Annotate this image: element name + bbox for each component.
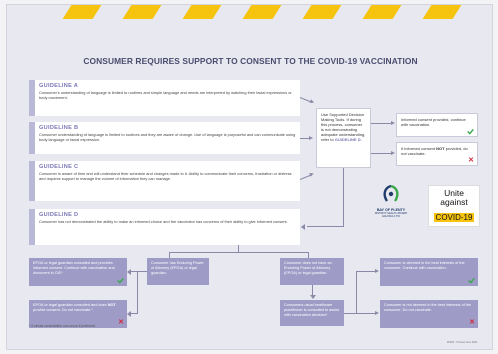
- arrow: [371, 151, 395, 155]
- connector: [312, 285, 313, 297]
- guideline-d-reference: GUIDELINE D.: [334, 137, 362, 142]
- cross-icon: ✕: [468, 157, 474, 164]
- epoa-no-consent-box: EPOA or legal guardian consulted and doe…: [29, 300, 127, 328]
- check-icon: [467, 128, 474, 135]
- supported-decision-box: Use Supported Decision Making Tools. If …: [316, 108, 371, 168]
- bop-emblem-icon: [383, 184, 399, 202]
- connector: [238, 245, 239, 253]
- arrow: [371, 121, 395, 125]
- arrowhead: [301, 223, 305, 230]
- connector: [130, 313, 138, 314]
- guideline-b: GUIDELINE B Consumer understanding of la…: [29, 122, 300, 154]
- against-word: against: [440, 197, 468, 207]
- guideline-text: Consumer has not demonstrated the abilit…: [39, 219, 288, 224]
- connector: [308, 252, 309, 258]
- arrowhead: [127, 310, 131, 317]
- bop-sub: DISTRICT HEALTH BOARD: [374, 212, 408, 216]
- connector: [169, 252, 309, 253]
- not-emphasis: NOT: [107, 303, 116, 307]
- footnote: * A virtual consultation can occur if pr…: [29, 324, 96, 328]
- arrowhead: [127, 268, 131, 275]
- sdm-text: Use Supported Decision Making Tools. If …: [321, 112, 366, 142]
- connector: [169, 252, 170, 258]
- arrowhead: [309, 295, 316, 299]
- consent-provided-box: Informed consent provided, continue with…: [396, 113, 478, 137]
- poster: CONSUMER REQUIRES SUPPORT TO CONSENT TO …: [6, 4, 493, 350]
- consent-provided-text: Informed consent provided, continue with…: [401, 117, 466, 127]
- check-icon: [468, 277, 475, 284]
- not-emphasis: NOT: [436, 146, 445, 151]
- has-epoa-box: Consumer has Enduring Power of Attorney …: [147, 258, 209, 285]
- guideline-text: Consumer understanding of language is li…: [39, 132, 296, 142]
- best-interest-text: Consumer is deemed in the best interests…: [384, 261, 465, 270]
- unite-against-covid-logo: Unite against COVID-19: [428, 185, 480, 227]
- connector: [344, 313, 356, 314]
- not-best-interest-text: Consumer is not deemed in the best inter…: [384, 303, 471, 312]
- cross-icon: ✕: [118, 319, 124, 326]
- no-epoa-box: Consumer does not have an Enduring Power…: [280, 258, 344, 285]
- guideline-a: GUIDELINE A Consumer's understanding of …: [29, 80, 300, 116]
- consent-not-provided-box: If informed consent NOT provided, do not…: [396, 142, 478, 166]
- cross-icon: ✕: [469, 319, 475, 326]
- epoa-no-text-end: provide consent. Do not vaccinate.*: [33, 307, 93, 312]
- connector: [307, 226, 344, 227]
- guideline-heading: GUIDELINE A: [39, 83, 79, 89]
- not-provided-text-end: provided, do not vaccinate.: [401, 146, 468, 156]
- stripe: [302, 5, 342, 19]
- unite-word: Unite: [444, 188, 464, 198]
- page-title: CONSUMER REQUIRES SUPPORT TO CONSENT TO …: [83, 56, 418, 66]
- covid-word: COVID-19: [433, 213, 475, 222]
- epoa-consent-box: EPOA or legal guardian consulted and pro…: [29, 258, 127, 286]
- epoa-no-text: EPOA or legal guardian consulted and doe…: [33, 303, 107, 307]
- connector: [343, 168, 344, 227]
- not-best-interest-box: Consumer is not deemed in the best inter…: [380, 300, 478, 328]
- guideline-text: Consumer is aware of time and will under…: [39, 171, 292, 181]
- best-interest-box: Consumer is deemed in the best interests…: [380, 258, 478, 286]
- not-provided-text: If informed consent: [401, 146, 436, 151]
- practitioner-box: Consumers usual healthcare practitioner …: [280, 300, 344, 326]
- connector: [356, 271, 357, 314]
- bay-of-plenty-logo: BAY OF PLENTY DISTRICT HEALTH BOARD HAUO…: [363, 184, 419, 229]
- guideline-text: Consumer's understanding of language is …: [39, 90, 292, 100]
- arrow: [300, 136, 313, 140]
- epoa-consent-text: EPOA or legal guardian consulted and pro…: [33, 261, 115, 275]
- arrow: [356, 269, 379, 273]
- arrow: [356, 311, 379, 315]
- connector: [130, 271, 147, 272]
- guideline-heading: GUIDELINE C: [39, 164, 79, 170]
- stripe: [62, 5, 102, 19]
- stripe: [362, 5, 402, 19]
- bop-name: BAY OF PLENTY: [376, 208, 406, 212]
- guideline-c: GUIDELINE C Consumer is aware of time an…: [29, 161, 300, 201]
- stripe: [182, 5, 222, 19]
- bop-maori: HAUORA A TOI: [381, 215, 401, 219]
- connector: [137, 271, 138, 313]
- stripe: [422, 5, 462, 19]
- arrow: [299, 174, 312, 180]
- guideline-heading: GUIDELINE B: [39, 125, 79, 131]
- stripe: [122, 5, 162, 19]
- arrow: [299, 97, 312, 103]
- reference-code: #0000 - Printed June 2021: [447, 341, 478, 344]
- stripe: [242, 5, 282, 19]
- guideline-d: GUIDELINE D Consumer has not demonstrate…: [29, 209, 300, 245]
- check-icon: [117, 277, 124, 284]
- guideline-heading: GUIDELINE D: [39, 212, 79, 218]
